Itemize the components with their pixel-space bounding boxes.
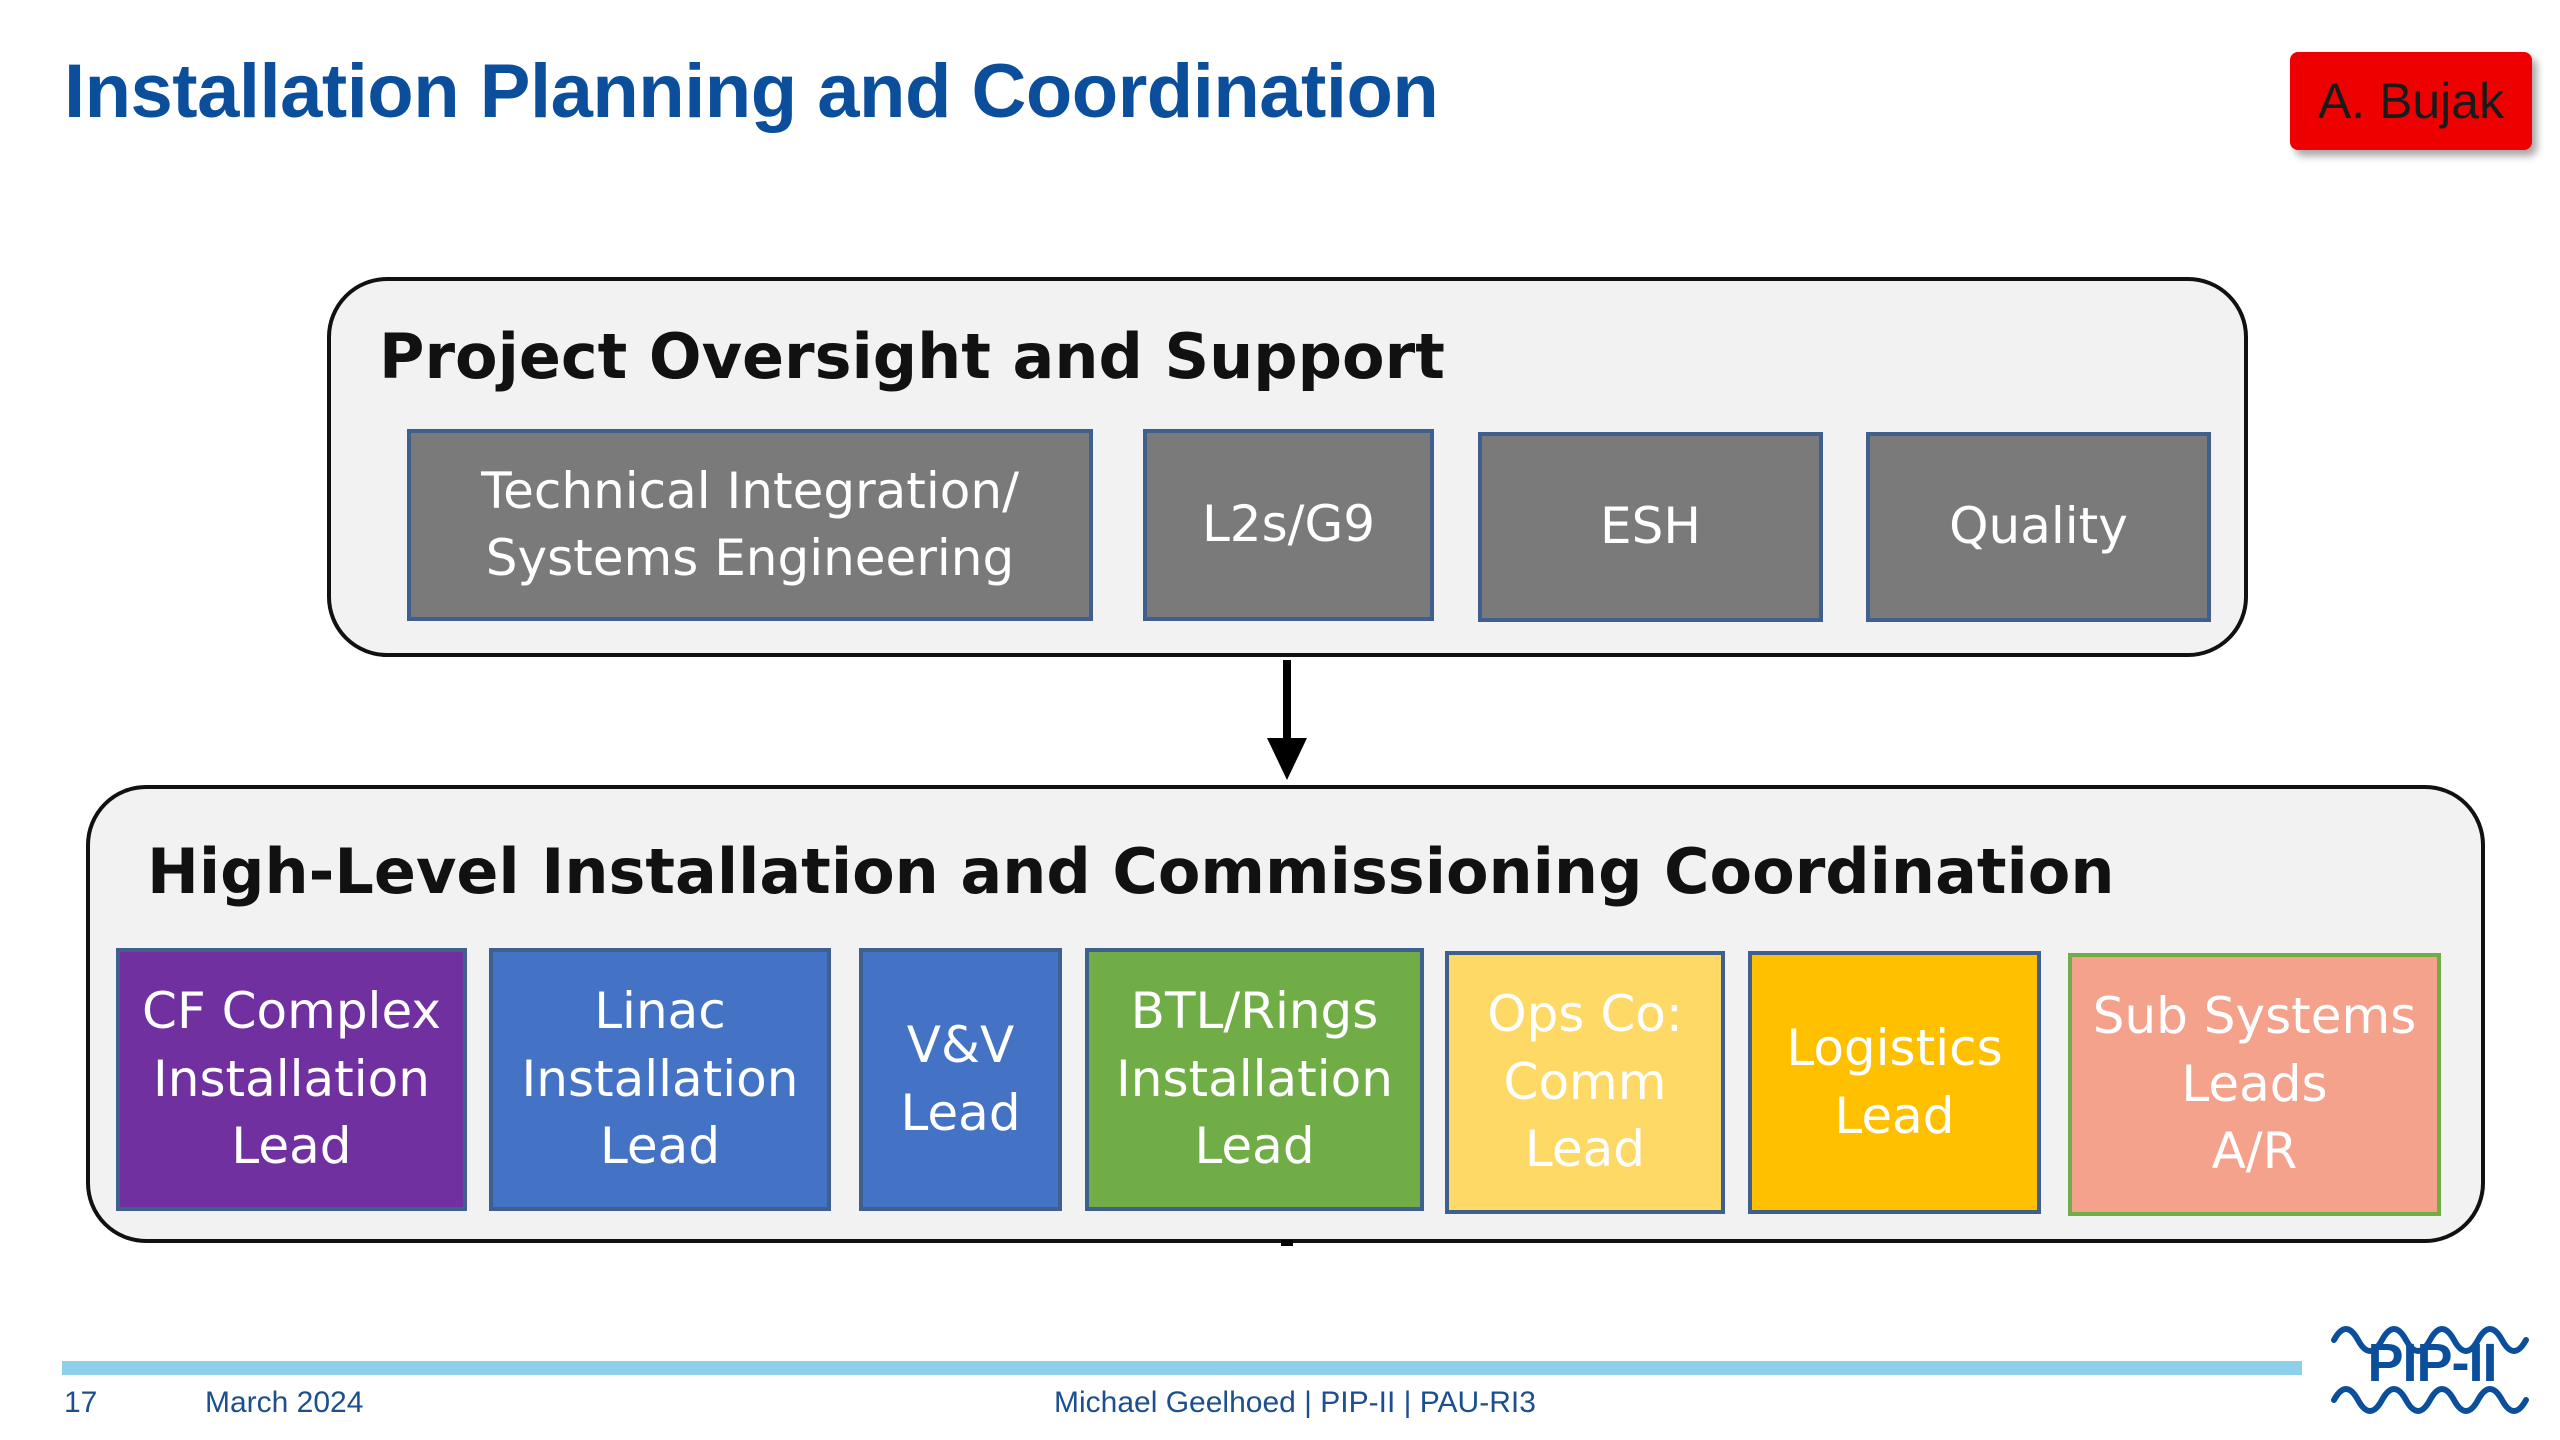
slide-title: Installation Planning and Coordination	[64, 49, 1439, 134]
box-logistics-lead: Logistics Lead	[1748, 951, 2041, 1214]
pip-ii-logo-text: PIP-II	[2367, 1333, 2497, 1393]
box-linac-installation-lead: Linac Installation Lead	[489, 948, 831, 1211]
connector-arrow-head	[1267, 738, 1307, 780]
box-sub-systems-leads: Sub Systems Leads A/R	[2068, 953, 2441, 1216]
box-quality: Quality	[1866, 432, 2211, 622]
footer-rule	[62, 1361, 2302, 1375]
coordination-panel-title: High-Level Installation and Commissionin…	[147, 835, 2115, 908]
box-ops-co-comm-lead: Ops Co: Comm Lead	[1445, 951, 1725, 1214]
connector-stub	[1281, 1240, 1293, 1246]
author-badge: A. Bujak	[2290, 52, 2532, 150]
box-cf-complex-installation-lead: CF Complex Installation Lead	[116, 948, 467, 1211]
box-esh: ESH	[1478, 432, 1823, 622]
oversight-panel-title: Project Oversight and Support	[379, 320, 1445, 393]
footer-date: March 2024	[205, 1386, 364, 1419]
box-l2s-g9: L2s/G9	[1143, 429, 1434, 621]
box-vv-lead: V&V Lead	[859, 948, 1062, 1211]
box-btl-rings-installation-lead: BTL/Rings Installation Lead	[1085, 948, 1424, 1211]
page-number: 17	[64, 1386, 98, 1419]
footer-credit: Michael Geelhoed | PIP-II | PAU-RI3	[1054, 1386, 1536, 1419]
box-technical-integration: Technical Integration/ Systems Engineeri…	[407, 429, 1093, 621]
pip-ii-logo-icon	[2331, 1326, 2529, 1414]
connector-arrow-line	[1283, 660, 1291, 742]
